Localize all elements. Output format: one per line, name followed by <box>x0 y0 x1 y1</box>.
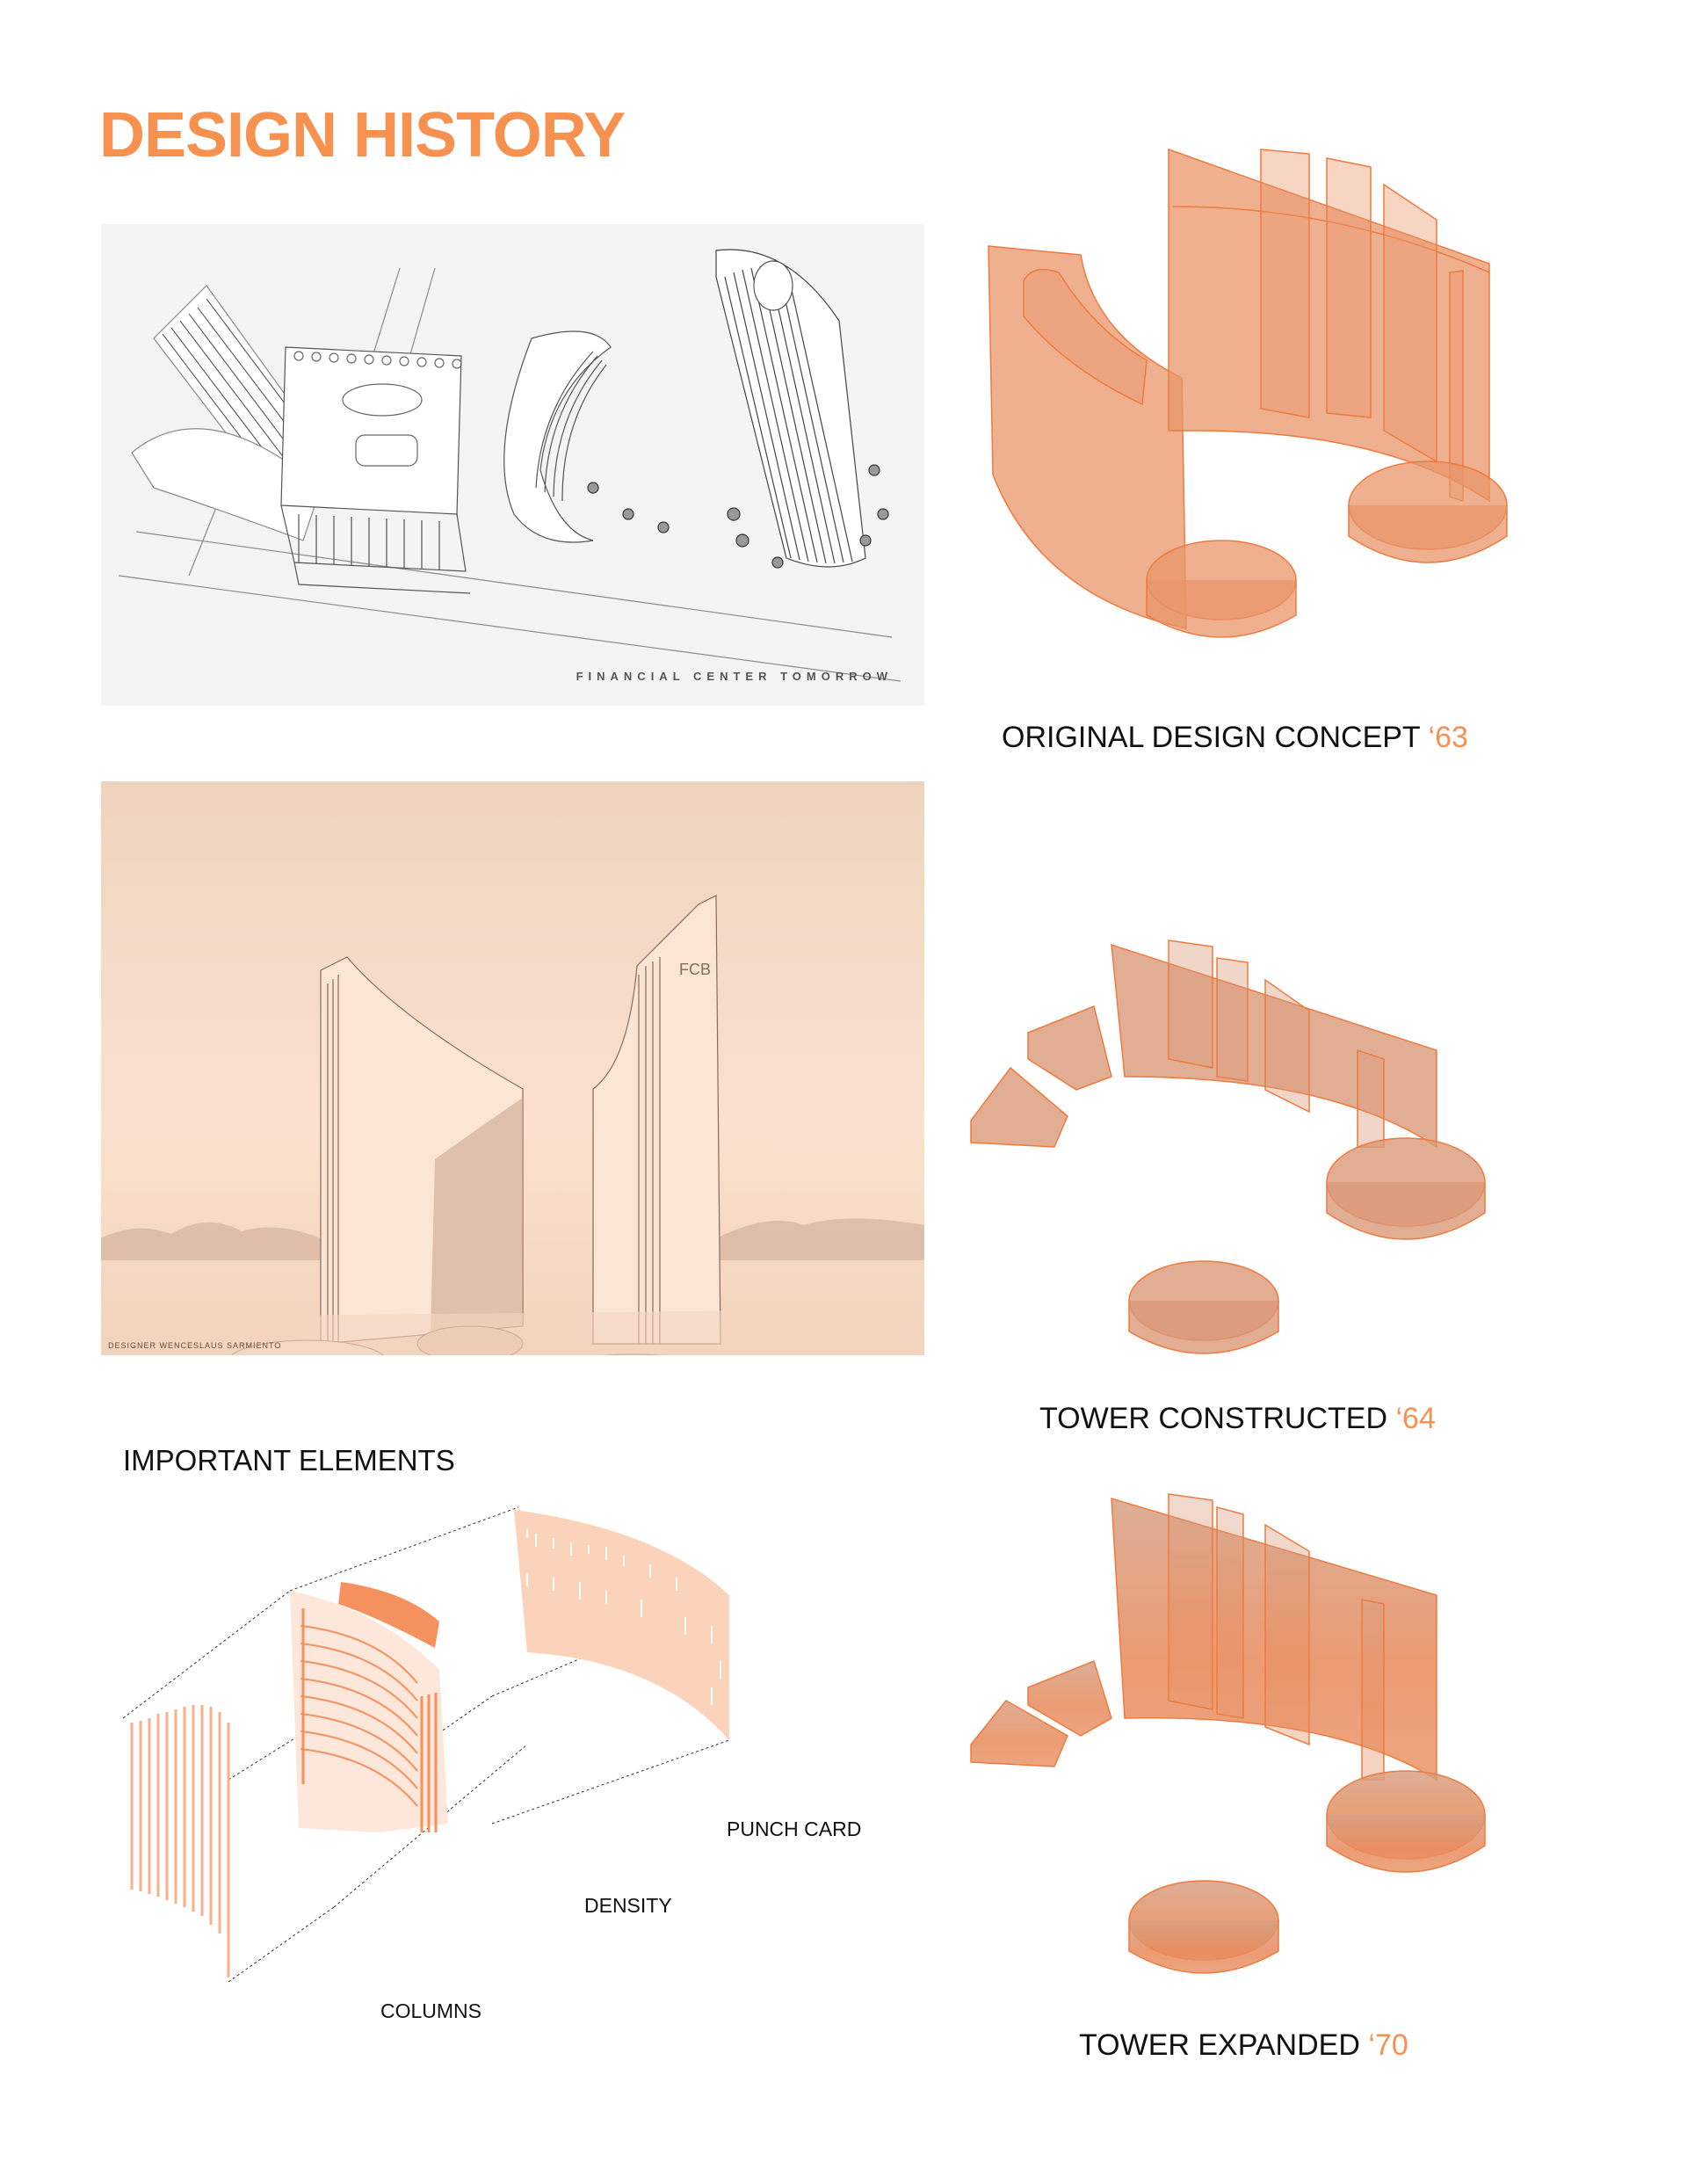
building-mark: FCB <box>679 961 711 978</box>
rendering-drawing: FCB <box>101 895 924 1355</box>
label-punch-card: PUNCH CARD <box>727 1818 862 1840</box>
caption-text: TOWER EXPANDED <box>1079 2028 1360 2062</box>
model-caption-1963: ORIGINAL DESIGN CONCEPT ‘63 <box>1002 722 1468 752</box>
caption-year: ‘63 <box>1428 721 1468 754</box>
model-tower-constructed <box>970 940 1486 1354</box>
caption-year: ‘70 <box>1368 2028 1408 2062</box>
model-caption-1964: TOWER CONSTRUCTED ‘64 <box>1039 1404 1436 1433</box>
model-original-concept <box>988 148 1508 638</box>
caption-year: ‘64 <box>1395 1402 1436 1435</box>
tower-rendering: FCB DESIGNER WENCESLAUS SARMIENTO <box>101 781 924 1355</box>
model-tower-expanded <box>970 1493 1486 1974</box>
sketch-caption: FINANCIAL CENTER TOMORROW <box>576 670 893 683</box>
important-elements-heading: IMPORTANT ELEMENTS <box>123 1444 455 1477</box>
model-caption-1970: TOWER EXPANDED ‘70 <box>1079 2030 1408 2060</box>
page-title: DESIGN HISTORY <box>99 100 626 171</box>
label-columns: COLUMNS <box>380 1999 482 2022</box>
caption-text: ORIGINAL DESIGN CONCEPT <box>1002 721 1421 754</box>
exploded-axonometric-diagram <box>122 1506 730 1983</box>
financial-center-sketch: FINANCIAL CENTER TOMORROW <box>101 224 924 706</box>
label-density: DENSITY <box>584 1894 672 1917</box>
designer-credit: DESIGNER WENCESLAUS SARMIENTO <box>108 1341 282 1350</box>
sketch-drawing <box>118 249 901 682</box>
caption-text: TOWER CONSTRUCTED <box>1039 1402 1388 1435</box>
